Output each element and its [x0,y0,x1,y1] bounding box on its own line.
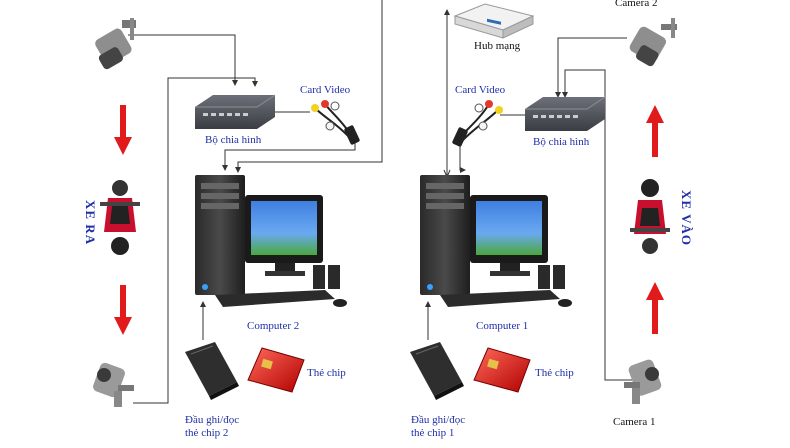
chip-card-icon-left [247,347,305,393]
label-enter: XE VÀO [679,190,694,246]
red-arrow-down-upper [114,105,132,155]
computer-icon-computer-1 [420,175,572,307]
camera-icon-camera-1 [624,359,662,404]
connection-lines [128,0,632,404]
video-splitter-icon-right [525,96,606,131]
video-card-icon-right [452,100,503,147]
video-splitter-icon-left [195,94,276,129]
label-splitter-right: Bộ chia hình [533,136,590,148]
camera-icon-top-left [95,18,136,70]
label-chip-card-left: Thẻ chip [307,367,346,379]
camera-icon-camera-2 [629,18,677,67]
label-chip-card-right: Thẻ chip [535,367,574,379]
label-computer-1: Computer 1 [476,320,529,332]
card-reader-icon-2 [185,342,239,400]
label-camera-1: Camera 1 [613,416,656,428]
label-card-video-right: Card Video [455,84,506,96]
label-computer-2: Computer 2 [247,320,300,332]
camera-icon-bottom-left [93,362,134,407]
label-hub: Hub mạng [474,40,521,52]
motorbike-icon-enter [630,179,670,254]
label-reader-2: Đầu ghi/đọc thẻ chip 2 [185,414,240,439]
label-splitter-left: Bộ chia hình [205,134,262,146]
card-reader-icon-1 [410,342,464,400]
red-arrow-down-lower [114,285,132,335]
video-card-icon-left [311,100,360,145]
label-card-video-left: Card Video [300,84,351,96]
label-reader-1: Đầu ghi/đọc thẻ chip 1 [411,414,466,439]
motorbike-icon-exit [100,180,140,255]
label-camera-2: Camera 2 [615,0,658,9]
chip-card-icon-right [473,347,531,393]
network-hub-icon [453,3,535,39]
computer-icon-computer-2 [195,175,347,307]
red-arrow-up-lower [646,282,664,334]
red-arrow-up-upper [646,105,664,157]
label-exit: XE RA [83,200,98,246]
